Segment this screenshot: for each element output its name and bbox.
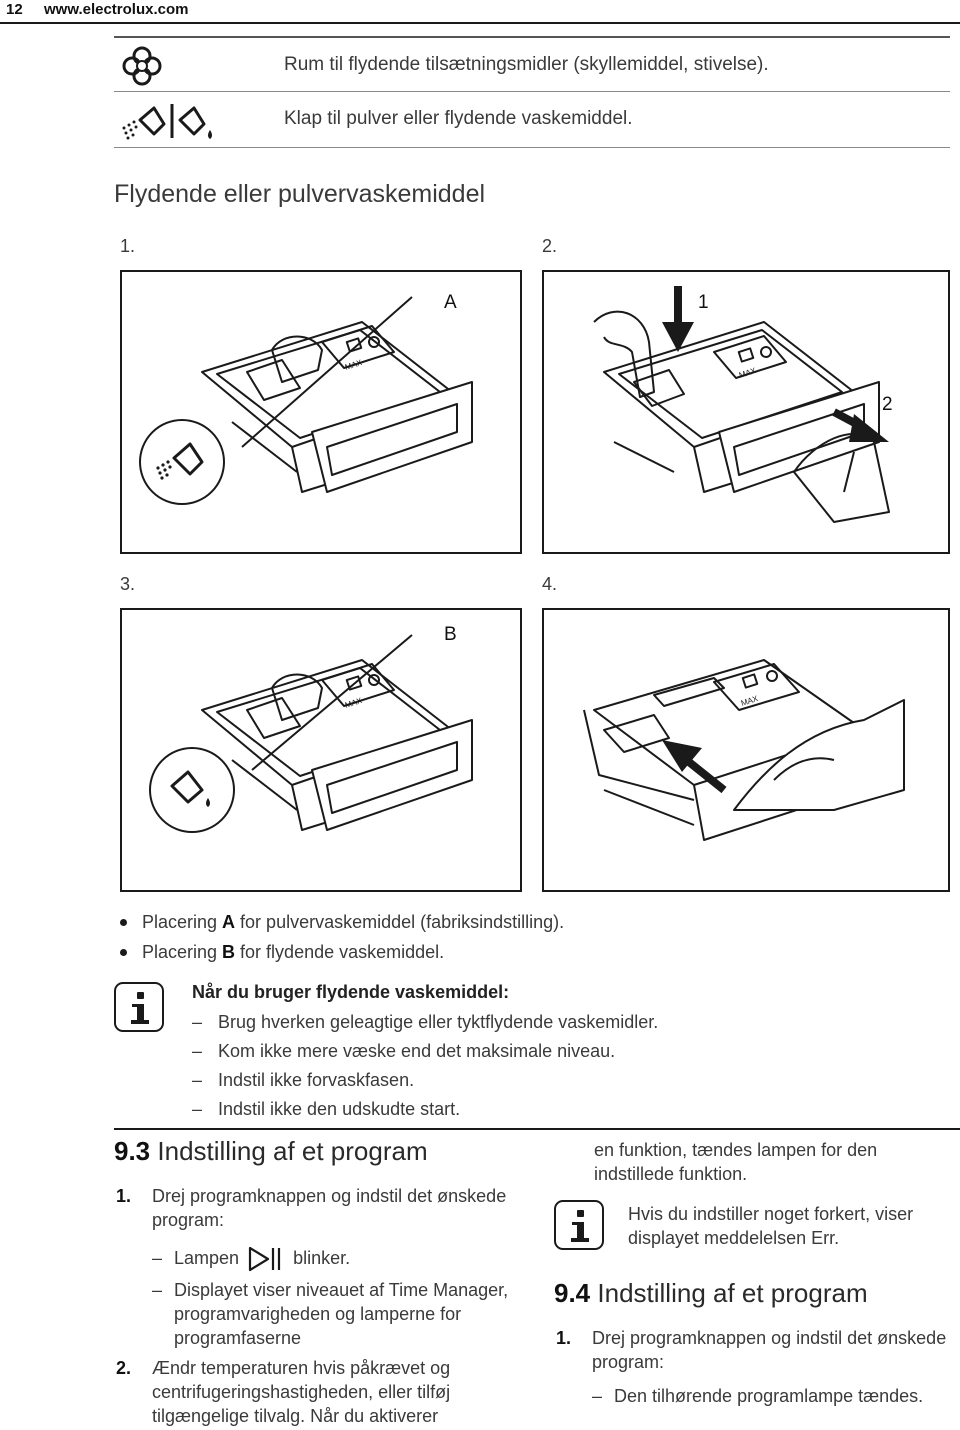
left-column: 1. Drej programknappen og indstil det øn… — [114, 1184, 534, 1428]
website-url: www.electrolux.com — [44, 1, 189, 18]
list-item: –Indstil ikke den udskudte start. — [192, 1099, 461, 1119]
list-item: Placering A for pulvervaskemiddel (fabri… — [116, 908, 916, 938]
section-heading-9-4: 9.4 Indstilling af et program — [554, 1278, 868, 1309]
list-item: Placering B for flydende vaskemiddel. — [116, 938, 916, 968]
right-column: en funktion, tændes lampen for den indst… — [594, 1138, 950, 1186]
position-letter: A — [444, 292, 457, 313]
list-item: –Indstil ikke forvaskfasen. — [192, 1070, 415, 1090]
sub-text: Lampen — [174, 1248, 240, 1268]
symbol-table: Rum til flydende tilsætningsmidler (skyl… — [114, 36, 950, 148]
step-text: Drej programknappen og indstil det ønske… — [592, 1328, 947, 1372]
note-item-text: Brug hverken geleagtige eller tyktflyden… — [218, 1012, 659, 1032]
symbol-text: Klap til pulver eller flydende vaskemidd… — [284, 108, 633, 129]
figure-step-label: 3. — [120, 574, 136, 594]
dispenser-drawing: MAX — [583, 659, 905, 841]
figure-dispenser-step-2: MAX 1 2 — [542, 270, 950, 554]
bullet-dot — [120, 919, 127, 926]
figure-dispenser-step-4: MAX — [542, 608, 950, 892]
bullet-dot — [120, 949, 127, 956]
step-number: 1. — [556, 1328, 572, 1348]
bullet-text: for pulvervaskemiddel (fabriksindstillin… — [235, 912, 565, 932]
bullet-bold-letter: A — [222, 912, 236, 932]
continued-text: en funktion, tændes lampen for den indst… — [594, 1140, 878, 1184]
section-title: Indstilling af et program — [590, 1278, 868, 1308]
symbol-text: Rum til flydende tilsætningsmidler (skyl… — [284, 54, 769, 75]
section-rule — [114, 1128, 960, 1130]
figure-dispenser-step-1: MAX A — [120, 270, 522, 554]
bullet-text: for flydende vaskemiddel. — [235, 942, 445, 962]
list-item: 1. Drej programknappen og indstil det øn… — [554, 1326, 950, 1374]
list-item: – Lampen blinker. — [114, 1246, 534, 1272]
bullet-text: Placering — [142, 912, 223, 932]
svg-text:MAX: MAX — [344, 358, 364, 372]
arrow-number: 2 — [882, 394, 893, 415]
step-text: Ændr temperaturen hvis påkrævet og centr… — [152, 1358, 451, 1427]
info-icon — [114, 982, 164, 1032]
header-rule — [0, 22, 960, 24]
page-number: 12 — [6, 1, 23, 18]
symbol-row: Rum til flydende tilsætningsmidler (skyl… — [114, 36, 950, 92]
figure-step-label: 4. — [542, 574, 558, 594]
section-number: 9.3 — [114, 1136, 151, 1166]
svg-text:MAX: MAX — [738, 366, 758, 380]
section-subtitle: Flydende eller pulvervaskemiddel — [114, 180, 486, 208]
arrow-number: 1 — [698, 292, 709, 313]
page-header: 12 www.electrolux.com — [0, 0, 960, 24]
list-item: 2. Ændr temperaturen hvis påkrævet og ce… — [114, 1356, 534, 1428]
list-item: – Den tilhørende programlampe tændes. — [592, 1386, 924, 1406]
note-item-text: Indstil ikke den udskudte start. — [218, 1099, 461, 1119]
info-icon — [554, 1200, 604, 1250]
section-number: 9.4 — [554, 1278, 591, 1308]
position-letter: B — [444, 624, 457, 645]
placement-bullet-list: Placering A for pulvervaskemiddel (fabri… — [116, 908, 916, 968]
dispenser-drawing: MAX — [139, 296, 473, 505]
list-item: – Displayet viser niveauet af Time Manag… — [152, 1280, 509, 1349]
powder-liquid-flap-icon — [114, 92, 264, 148]
bullet-bold-letter: B — [222, 942, 236, 962]
sub-text: Displayet viser niveauet af Time Manager… — [174, 1280, 509, 1349]
liquid-detergent-note: Når du bruger flydende vaskemiddel: –Bru… — [192, 978, 912, 1124]
flower-icon — [114, 38, 264, 94]
note-item-text: Kom ikke mere væske end det maksimale ni… — [218, 1041, 616, 1061]
section-title: Indstilling af et program — [150, 1136, 428, 1166]
figure-dispenser-step-3: MAX B — [120, 608, 522, 892]
start-pause-icon — [248, 1247, 281, 1272]
info-text: Hvis du indstiller noget forkert, viser … — [628, 1204, 914, 1248]
list-item: –Kom ikke mere væske end det maksimale n… — [192, 1041, 616, 1061]
bullet-text: Placering — [142, 942, 223, 962]
svg-text:MAX: MAX — [344, 696, 364, 710]
step-number: 2. — [116, 1358, 132, 1379]
list-item: –Brug hverken geleagtige eller tyktflyde… — [192, 1012, 659, 1032]
info-note: Hvis du indstiller noget forkert, viser … — [628, 1202, 950, 1250]
figure-step-label: 2. — [542, 236, 558, 256]
step-text: Drej programknappen og indstil det ønske… — [152, 1186, 507, 1230]
dispenser-drawing: MAX — [593, 286, 890, 523]
list-item: 1. Drej programknappen og indstil det øn… — [114, 1184, 534, 1232]
dispenser-drawing: MAX — [149, 634, 473, 833]
symbol-row: Klap til pulver eller flydende vaskemidd… — [114, 92, 950, 148]
step-number: 1. — [116, 1186, 132, 1206]
section-heading-9-3: 9.3 Indstilling af et program — [114, 1136, 428, 1167]
figure-step-label: 1. — [120, 236, 136, 256]
sub-text: Den tilhørende programlampe tændes. — [614, 1386, 924, 1406]
sub-text: blinker. — [293, 1248, 351, 1268]
right-steps: 1. Drej programknappen og indstil det øn… — [554, 1326, 950, 1408]
note-title: Når du bruger flydende vaskemiddel: — [192, 982, 510, 1002]
note-item-text: Indstil ikke forvaskfasen. — [218, 1070, 415, 1090]
